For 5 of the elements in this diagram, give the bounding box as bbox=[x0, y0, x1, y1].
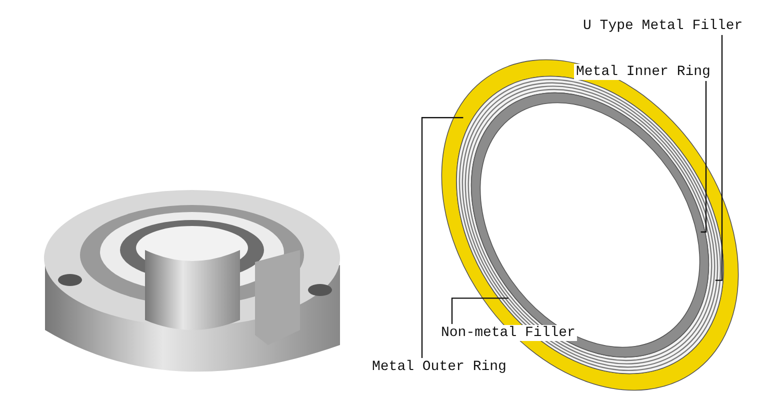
part-label: Metal Outer Ring bbox=[370, 359, 508, 375]
leader-line bbox=[421, 117, 464, 358]
leader-line bbox=[715, 35, 723, 281]
leader-line bbox=[700, 81, 707, 233]
leader-line bbox=[451, 298, 508, 324]
